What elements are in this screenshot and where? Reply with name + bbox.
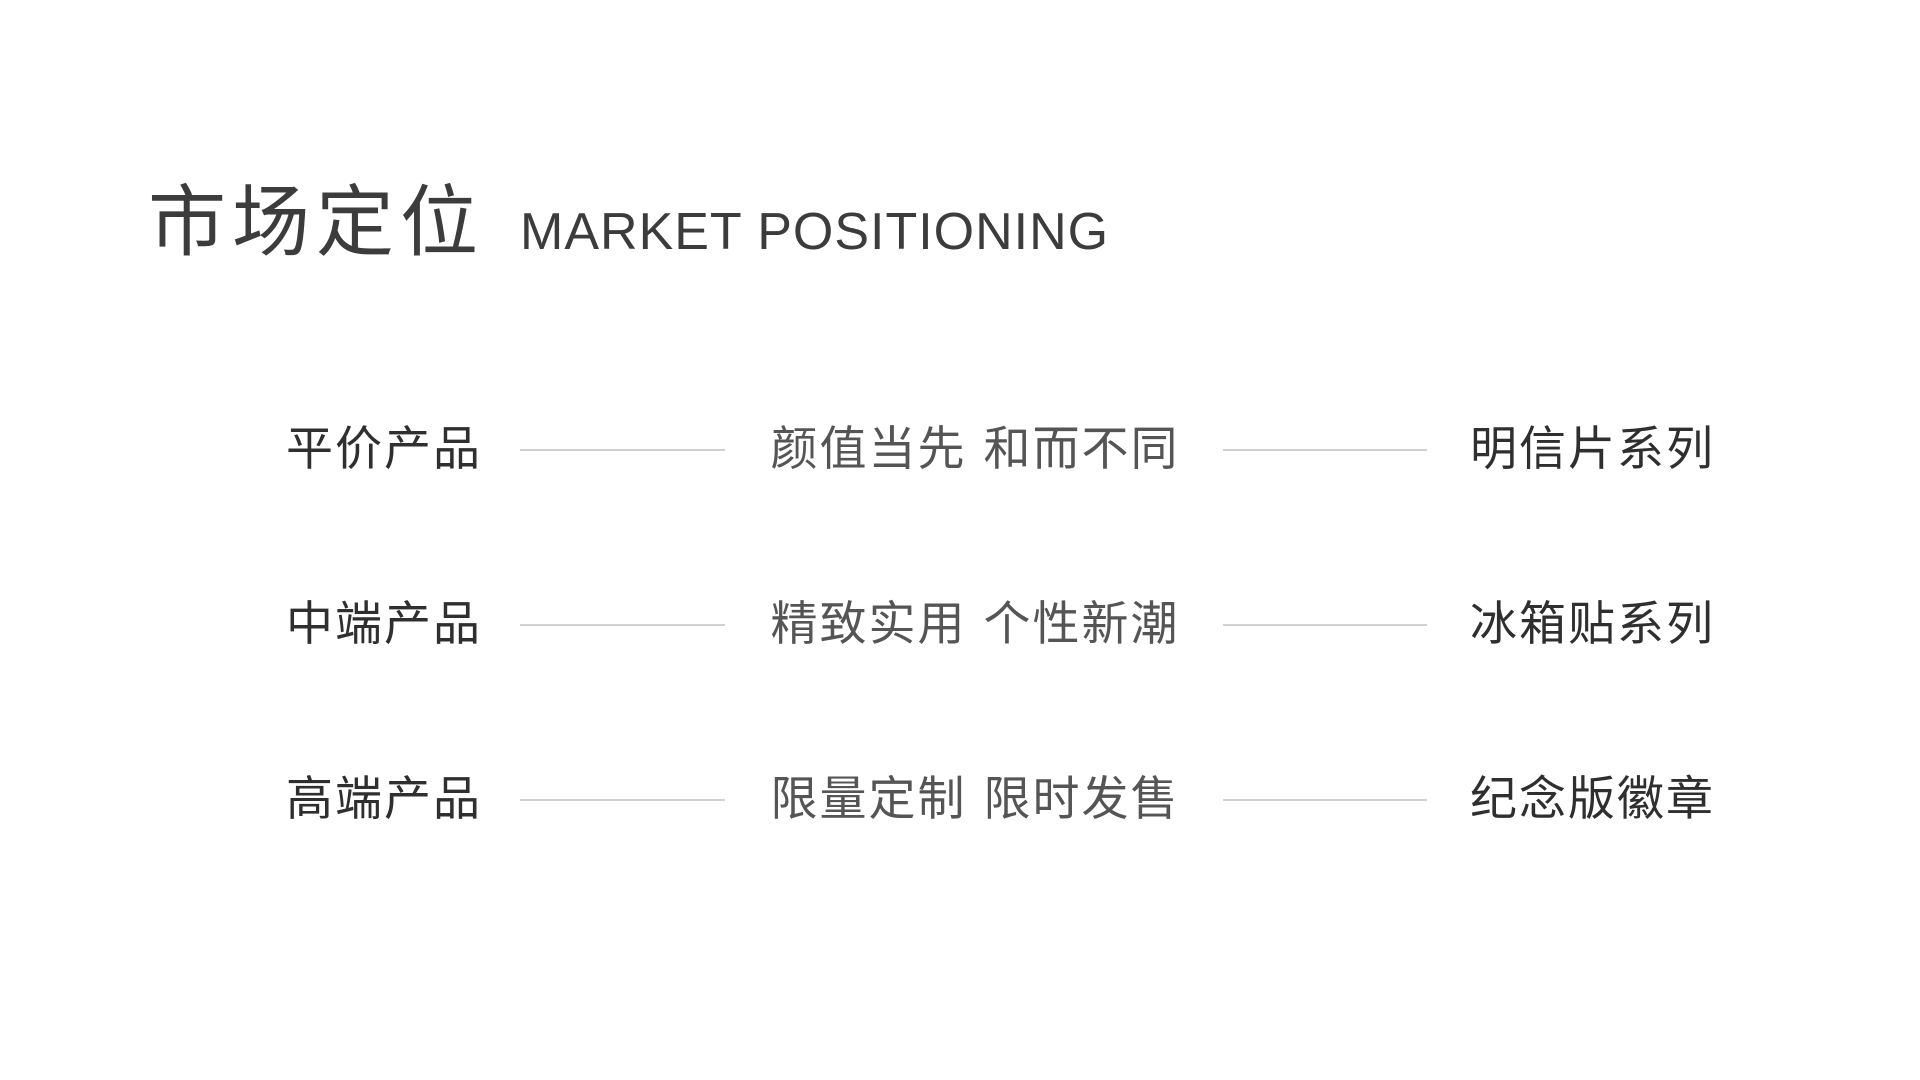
connector-line [520,799,725,801]
page-subtitle: MARKET POSITIONING [520,203,1110,261]
tier-label: 平价产品 [286,422,482,477]
slogan-label: 限量定制 限时发售 [770,772,1180,827]
positioning-row-budget: 平价产品 颜值当先 和而不同 明信片系列 [0,410,1920,490]
positioning-row-premium: 高端产品 限量定制 限时发售 纪念版徽章 [0,760,1920,840]
series-label: 纪念版徽章 [1470,772,1715,827]
page-title: 市场定位 [148,178,485,268]
positioning-row-mid: 中端产品 精致实用 个性新潮 冰箱贴系列 [0,585,1920,665]
page-header: 市场定位 MARKET POSITIONING [148,160,1109,272]
tier-label: 中端产品 [286,597,482,652]
connector-line [520,624,725,626]
connector-line [1223,449,1427,451]
connector-line [1223,624,1427,626]
tier-label: 高端产品 [286,772,482,827]
slogan-label: 颜值当先 和而不同 [770,422,1180,477]
connector-line [520,449,725,451]
slogan-label: 精致实用 个性新潮 [770,597,1180,652]
connector-line [1223,799,1427,801]
series-label: 明信片系列 [1470,422,1715,477]
series-label: 冰箱贴系列 [1470,597,1715,652]
